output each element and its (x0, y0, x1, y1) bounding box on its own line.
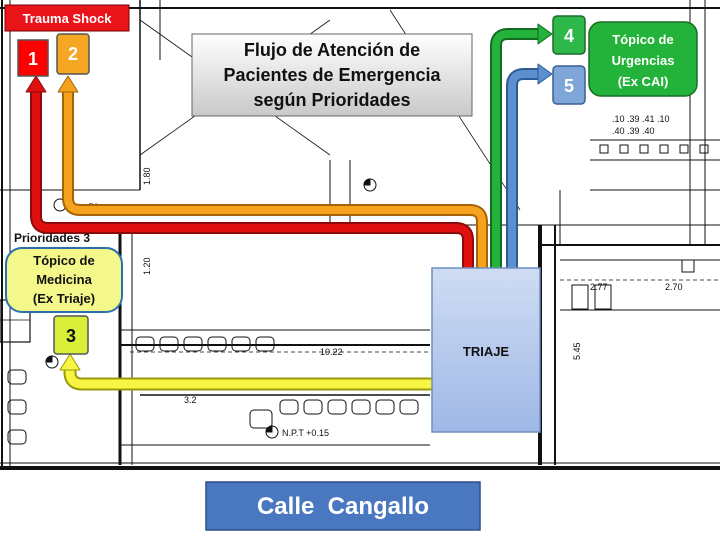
dim-2-70: 2.70 (665, 282, 683, 292)
priority-2-box: 2 (56, 33, 90, 75)
svg-text:5: 5 (564, 76, 574, 96)
topico-medicina-line-3: (Ex Triaje) (33, 291, 95, 306)
title-line-3: según Prioridades (253, 90, 410, 110)
dim-5-45: 5.45 (572, 342, 582, 360)
dim-1-20: 1.20 (142, 257, 152, 275)
topico-urgencias-line-1: Tópico de (612, 32, 673, 47)
trauma-shock-label: Trauma Shock (23, 11, 113, 26)
topico-medicina-box: Tópico de Medicina (Ex Triaje) (5, 247, 123, 313)
dim-1-80: 1.80 (142, 167, 152, 185)
trauma-shock-box: Trauma Shock (4, 4, 130, 32)
triaje-label: TRIAJE (463, 344, 510, 359)
street-label-box: Calle Cangallo (0, 470, 720, 540)
street-label: Calle Cangallo (257, 493, 429, 520)
triaje-box: TRIAJE (431, 267, 541, 433)
title-box: Flujo de Atención de Pacientes de Emerge… (191, 33, 473, 117)
topico-urgencias-line-2: Urgencias (612, 53, 675, 68)
topico-urgencias-box: Tópico de Urgencias (Ex CAI) (588, 21, 698, 97)
svg-text:4: 4 (564, 26, 574, 46)
title-line-1: Flujo de Atención de (244, 40, 420, 60)
topico-urgencias-line-3: (Ex CAI) (618, 74, 669, 89)
priority-1-box: 1 (17, 39, 49, 77)
prioridades-3-label: Prioridades 3 (14, 231, 90, 245)
topico-medicina-line-2: Medicina (36, 272, 92, 287)
priority-3-box: 3 (53, 315, 89, 355)
svg-text:3: 3 (66, 326, 76, 346)
flow-arrows (25, 23, 553, 391)
npt-level: N.P.T +0.15 (282, 428, 329, 438)
svg-text:1: 1 (28, 49, 38, 69)
dim-3-2: 3.2 (184, 395, 197, 405)
topico-medicina-line-1: Tópico de (33, 253, 94, 268)
svg-text:2: 2 (68, 44, 78, 64)
dims-top-2: .40 .39 .40 (612, 126, 655, 136)
dim-2-77: 2.77 (590, 282, 608, 292)
dims-top: .10 .39 .41 .10 (612, 114, 670, 124)
priority-4-box: 4 (552, 15, 586, 55)
title-line-2: Pacientes de Emergencia (223, 65, 441, 85)
dim-10-22: 10.22 (320, 347, 343, 357)
priority-5-box: 5 (552, 65, 586, 105)
